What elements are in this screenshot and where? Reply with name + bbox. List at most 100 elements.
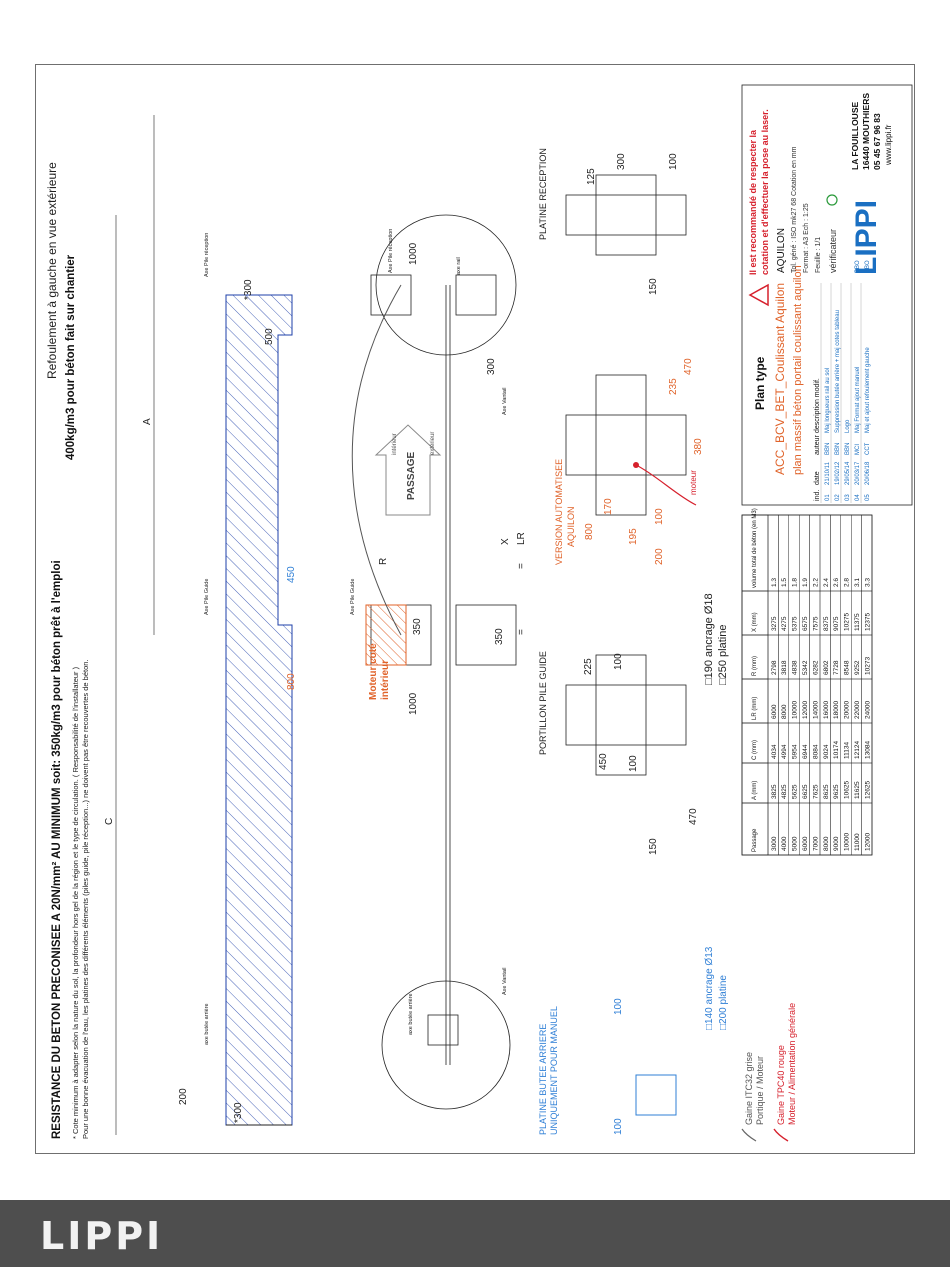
table-cell: 4000	[781, 836, 788, 851]
dim-1000-left: 1000	[408, 692, 419, 715]
table-header-cell: Passage	[752, 828, 758, 852]
port-ancrage: □190 ancrage Ø18	[703, 593, 715, 685]
axe-vantail-1: Axe Vantail	[502, 968, 508, 995]
axe-reception-elev: Axe Pile réception	[204, 233, 210, 277]
table-cell: 8625	[823, 784, 830, 799]
table-cell: 8375	[823, 616, 830, 631]
table-cell: 12625	[864, 781, 871, 799]
revision-header: ind.	[814, 490, 821, 501]
port-d470: 470	[688, 808, 699, 825]
table-cell: 9024	[823, 744, 830, 759]
table-cell: 5954	[792, 744, 799, 759]
table-cell: 11375	[854, 613, 861, 631]
table-cell: 5342	[802, 660, 809, 675]
dim-200: 200	[178, 1088, 189, 1105]
cart-warning1: Il est recommandé de respecter la	[748, 129, 758, 275]
revision-cell: BBN	[825, 443, 831, 455]
table-cell: 9625	[833, 784, 840, 799]
cart-company1: LA FOUILLOUSE	[850, 102, 860, 170]
table-cell: 9252	[854, 660, 861, 675]
revision-header: auteur	[814, 434, 821, 455]
table-cell: 4825	[781, 784, 788, 799]
port-d100b: 100	[628, 755, 639, 772]
platine-butee-title2: UNIQUEMENT POUR MANUEL	[549, 1006, 559, 1135]
cart-company4: www.lippi.fr	[884, 124, 893, 166]
cart-tol: Tol. géné : ISO mk27 68 Cotation en mm	[791, 146, 798, 273]
pb-platine: □200 platine	[718, 975, 729, 1030]
platine-butee-title1: PLATINE BUTEE ARRIERE	[538, 1024, 548, 1135]
table-cell: 2.8	[844, 578, 851, 587]
dim-r: R	[378, 558, 389, 565]
dim-lr: LR	[516, 532, 527, 545]
table-cell: 8000	[823, 836, 830, 851]
table-cell: 3.1	[854, 578, 861, 587]
warning-icon	[748, 283, 769, 307]
table-cell: 10174	[833, 741, 840, 759]
cart-warning2: cotation et d'effectuer la pose au laser…	[760, 109, 770, 275]
table-cell: 16000	[823, 701, 830, 719]
axe-butee-plan: axe butée arrière	[408, 993, 414, 1035]
port-d100: 100	[613, 653, 624, 670]
revision-cell: 20/06/18	[865, 461, 871, 485]
pr-d150: 150	[648, 278, 659, 295]
revision-header: date	[814, 471, 821, 485]
axe-guide-plan: Axe Pile Guide	[350, 579, 356, 615]
cart-verificateur: vérificateur	[828, 229, 838, 273]
port-platine: □250 platine	[717, 625, 729, 685]
table-cell: 24000	[864, 701, 871, 719]
reception-foundation	[375, 214, 517, 356]
port-d225: 225	[583, 658, 594, 675]
concrete-section	[225, 294, 293, 1126]
table-cell: 6802	[823, 660, 830, 675]
revision-cell: 20/03/17	[855, 461, 861, 485]
cart-logo: LIPPI	[850, 200, 883, 275]
revision-header: description modif.	[814, 378, 821, 433]
pb-d100b: 100	[613, 998, 624, 1015]
table-cell: 2.2	[812, 578, 819, 587]
table-cell: 3.3	[864, 578, 871, 587]
table-cell: 7728	[833, 660, 840, 675]
table-cell: 6000	[802, 836, 809, 851]
dim-1000-top: 1000	[408, 242, 419, 265]
header-note2: Pour une bonne évacuation de l'eau, les …	[81, 659, 90, 1139]
revision-cell: 05	[865, 494, 871, 501]
table-cell: 7625	[812, 784, 819, 799]
pr-d125: 125	[586, 168, 597, 185]
table-cell: 22000	[854, 701, 861, 719]
revision-cell: 03	[845, 494, 851, 501]
revision-cell: Maj longueurs rail au sol	[825, 368, 831, 433]
dim-800-orange: 800	[286, 673, 297, 690]
axe-guide-elev: Axe Pile Guide	[204, 579, 210, 615]
table-cell: 5625	[792, 784, 799, 799]
footer-bar: LIPPI	[0, 1200, 950, 1267]
table-cell: 1.5	[781, 578, 788, 587]
va-d200: 200	[654, 548, 665, 565]
table-cell: 7000	[812, 836, 819, 851]
passage-arrow	[374, 424, 442, 516]
dim-300-star-left: *300	[233, 1102, 244, 1123]
eq2: =	[516, 629, 527, 635]
va-moteur: moteur	[689, 470, 698, 495]
revision-cell: BBN	[835, 443, 841, 455]
table-cell: 11625	[854, 781, 861, 799]
platine-reception-title: PLATINE RECEPTION	[538, 148, 548, 240]
revision-cell: 29/05/14	[845, 461, 851, 485]
interieur-label: intérieur	[392, 433, 398, 455]
table-cell: 18000	[833, 701, 840, 719]
table-cell: 8548	[844, 660, 851, 675]
butee-foundation	[381, 980, 511, 1110]
table-cell: 10273	[864, 657, 871, 675]
table-cell: 6000	[771, 704, 778, 719]
table-cell: 11000	[854, 833, 861, 851]
legend-gaine1b: Portique / Moteur	[755, 1056, 765, 1125]
table-cell: 10275	[844, 613, 851, 631]
revision-cell: BBO	[855, 260, 861, 273]
revision-cell: 21/10/11	[825, 461, 831, 485]
table-cell: 11134	[844, 742, 851, 759]
header-note1: * Cote minimum à adapter selon la nature…	[71, 666, 80, 1139]
pr-d100: 100	[668, 153, 679, 170]
table-header-cell: LR (mm)	[752, 697, 758, 720]
footer-logo: LIPPI	[40, 1214, 164, 1258]
table-cell: 9000	[833, 836, 840, 851]
